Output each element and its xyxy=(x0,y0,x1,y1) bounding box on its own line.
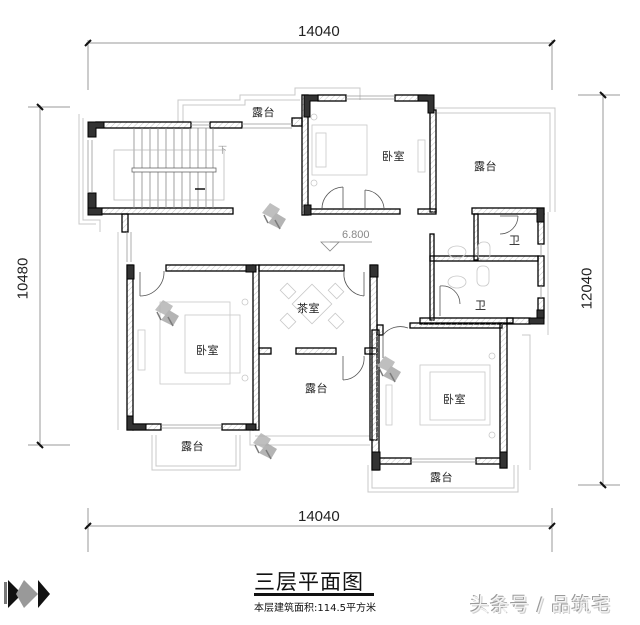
dimension-bottom: 14040 xyxy=(298,508,340,525)
staircase[interactable] xyxy=(113,128,225,208)
windows xyxy=(87,95,542,463)
stair-direction-label: 下 xyxy=(218,146,227,156)
elevation-value: 6.800 xyxy=(342,229,370,241)
room-label-terrace-southwest[interactable]: 露台 xyxy=(181,440,204,453)
source-watermark: 头条号 / 品筑宅 xyxy=(470,594,612,616)
dimension-top: 14040 xyxy=(298,23,340,40)
structural-columns xyxy=(87,94,545,471)
title-underline xyxy=(254,593,374,596)
drawing-title: 三层平面图 xyxy=(254,570,364,594)
brand-logo xyxy=(4,580,50,608)
room-label-bathroom-1[interactable]: 卫 xyxy=(509,234,521,247)
room-label-bedroom-southeast[interactable]: 卧室 xyxy=(443,393,466,406)
plan-watermark-logos xyxy=(154,202,402,460)
room-label-tea-room[interactable]: 茶室 xyxy=(297,302,320,315)
furniture xyxy=(137,113,496,439)
dimension-ticks xyxy=(36,39,607,530)
dimension-right: 12040 xyxy=(578,267,596,310)
dimension-left: 10480 xyxy=(14,257,32,300)
room-label-terrace-top-left[interactable]: 露台 xyxy=(252,106,275,119)
room-label-terrace-northeast[interactable]: 露台 xyxy=(474,160,497,173)
terrace-outlines xyxy=(78,87,556,493)
doors[interactable] xyxy=(139,186,519,381)
elevation-marker xyxy=(320,241,372,252)
room-label-bathroom-2[interactable]: 卫 xyxy=(475,299,487,312)
dimension-lines xyxy=(28,40,620,552)
room-label-bedroom-west[interactable]: 卧室 xyxy=(196,344,219,357)
room-label-terrace-south[interactable]: 露台 xyxy=(430,471,453,484)
room-label-terrace-center[interactable]: 露台 xyxy=(305,382,328,395)
floor-area-subtitle: 本层建筑面积:114.5平方米 xyxy=(254,603,376,614)
room-label-bedroom-north[interactable]: 卧室 xyxy=(382,150,405,163)
